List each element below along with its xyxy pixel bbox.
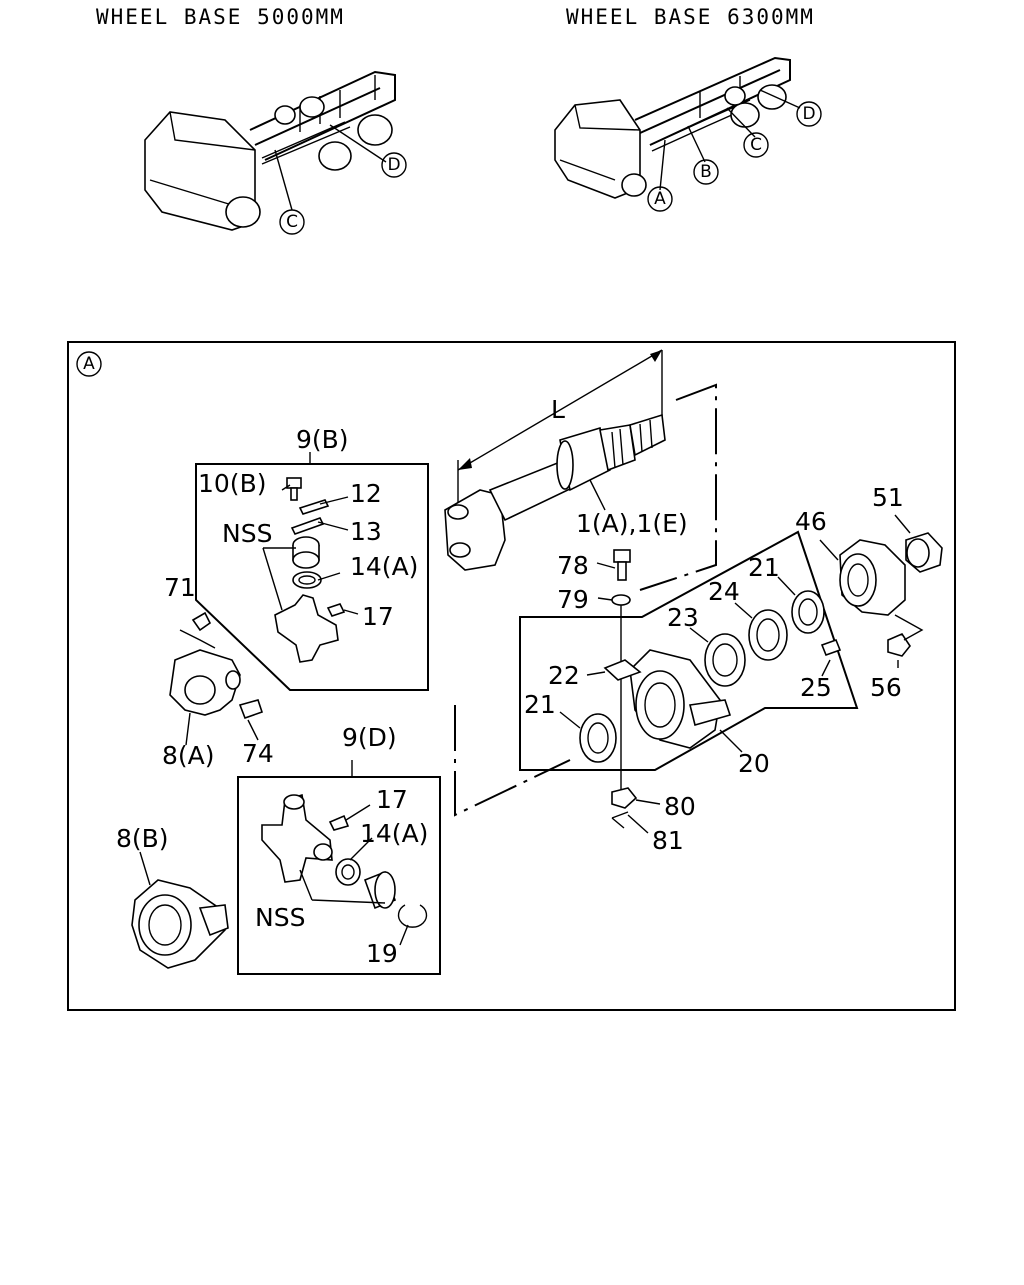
label-24: 24: [708, 577, 740, 606]
label-9b: 9(B): [296, 425, 349, 454]
label-46: 46: [795, 507, 827, 536]
label-nss-bottom: NSS: [255, 903, 305, 932]
label-17-top: 17: [362, 602, 394, 631]
kit-9d-parts: [261, 760, 428, 946]
label-10b: 10(B): [198, 469, 266, 498]
label-14a-bottom: 14(A): [360, 819, 428, 848]
header-wheelbase-6300: WHEEL BASE 6300MM: [566, 5, 815, 29]
svg-text:A: A: [83, 354, 95, 374]
label-80: 80: [664, 792, 696, 821]
label-25: 25: [800, 673, 832, 702]
propeller-shaft: [444, 349, 717, 591]
kit-9b-box: [195, 463, 429, 691]
marker-d-left: D: [381, 152, 407, 178]
flange-8a: [169, 611, 264, 746]
label-23: 23: [667, 603, 699, 632]
label-8a: 8(A): [162, 741, 215, 770]
center-bearing-parts: [559, 549, 842, 834]
flange-8b: [131, 851, 229, 969]
truck-illustration-5000: [144, 70, 396, 231]
header-wheelbase-5000: WHEEL BASE 5000MM: [96, 5, 345, 29]
label-12: 12: [350, 479, 382, 508]
detail-marker-a: A: [76, 351, 102, 377]
svg-text:A: A: [654, 189, 666, 209]
label-14a-top: 14(A): [350, 552, 418, 581]
label-20: 20: [738, 749, 770, 778]
svg-text:C: C: [750, 135, 762, 155]
label-71: 71: [164, 573, 196, 602]
label-dimension-l: L: [551, 395, 565, 424]
label-56: 56: [870, 673, 902, 702]
label-21-left: 21: [524, 690, 556, 719]
part-labels: 9(B) 10(B) 12 13 NSS 14(A) 17 71 8(A) 74…: [116, 395, 904, 968]
kit-9d-box: [237, 776, 441, 975]
marker-c-right: C: [743, 132, 769, 158]
detail-frame: [67, 341, 956, 1011]
svg-text:D: D: [387, 155, 400, 175]
center-bearing-box: [519, 530, 859, 771]
label-78: 78: [557, 551, 589, 580]
marker-b-right: B: [693, 159, 719, 185]
label-13: 13: [350, 517, 382, 546]
svg-text:C: C: [286, 212, 298, 232]
label-21-right: 21: [748, 553, 780, 582]
label-74: 74: [242, 739, 274, 768]
label-8b: 8(B): [116, 824, 169, 853]
marker-a-right: A: [647, 186, 673, 212]
label-nss-top: NSS: [222, 519, 272, 548]
label-1a-1e: 1(A),1(E): [576, 509, 688, 538]
label-19: 19: [366, 939, 398, 968]
companion-flange-46: [819, 514, 943, 668]
label-22: 22: [548, 661, 580, 690]
label-79: 79: [557, 585, 589, 614]
svg-text:D: D: [802, 104, 815, 124]
svg-text:B: B: [700, 162, 712, 182]
dashed-outline-lower: [454, 705, 571, 817]
truck-illustration-6300: [554, 56, 801, 199]
marker-c-left: C: [279, 209, 305, 235]
kit-9b-parts: [262, 452, 359, 663]
label-81: 81: [652, 826, 684, 855]
label-17-bottom: 17: [376, 785, 408, 814]
label-51: 51: [872, 483, 904, 512]
label-9d: 9(D): [342, 723, 397, 752]
marker-d-right: D: [796, 101, 822, 127]
